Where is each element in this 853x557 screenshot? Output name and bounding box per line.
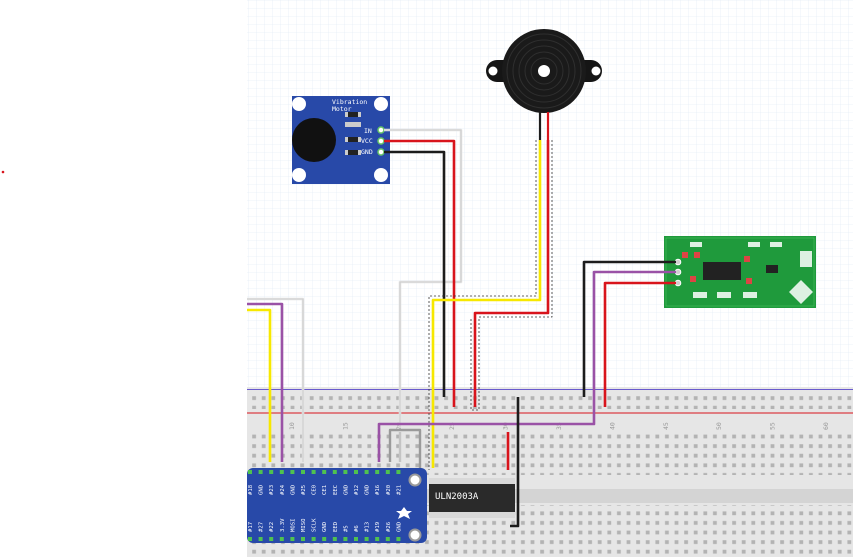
uln2003a-chip: ULN2003A (429, 478, 515, 518)
header-pin (248, 537, 252, 541)
header-label-bottom: #6 (354, 525, 360, 532)
header-label-top: CE1 (322, 485, 328, 495)
header-pin (279, 470, 284, 474)
header-pin (332, 470, 337, 474)
wire-black-radar (582, 260, 676, 397)
header-label-top: #21 (396, 485, 402, 495)
piezo-buzzer (486, 29, 602, 140)
header-label-top: #23 (269, 485, 275, 495)
header-pin (385, 470, 390, 474)
header-label-bottom: #22 (269, 522, 275, 532)
pin-label-gnd: GND (361, 148, 373, 156)
header-label-bottom: #5 (343, 525, 349, 532)
header-pin (269, 537, 274, 541)
header-label-bottom: SCLK (312, 518, 318, 532)
header-pin (290, 470, 295, 474)
wire-purple-left (247, 302, 284, 462)
header-pin (322, 537, 327, 541)
header-label-bottom: 3.3V (280, 518, 286, 532)
header-label-bottom: #19 (375, 522, 381, 532)
header-pin (354, 537, 358, 541)
header-label-bottom: GND (322, 521, 328, 532)
header-pin (290, 537, 295, 541)
header-label-top: GND (343, 484, 349, 495)
header-pin (396, 537, 401, 541)
header-pin (258, 470, 263, 474)
header-pin (248, 470, 252, 474)
column-number: 35 (555, 422, 563, 430)
column-number: 45 (662, 422, 670, 430)
header-pin (375, 470, 380, 474)
column-number: 40 (608, 422, 616, 430)
header-pin (385, 537, 390, 541)
wire-gray-bb1 (388, 428, 422, 470)
header-label-top: #16 (375, 485, 381, 495)
header-pin (396, 470, 401, 474)
header-label-bottom: #17 (248, 522, 254, 532)
wire-black-gnd (384, 150, 446, 397)
column-number: 50 (715, 422, 723, 430)
header-label-bottom: MISO (301, 518, 307, 532)
microwave-radar-sensor (664, 236, 816, 308)
header-pin (258, 537, 263, 541)
header-label-top: #12 (354, 485, 360, 495)
pin-label-vcc: VCC (361, 137, 373, 145)
header-pin (301, 470, 305, 474)
wire-red-vcc (384, 139, 456, 407)
column-number: 55 (769, 422, 777, 430)
column-number: 10 (288, 422, 296, 430)
header-label-top: GND (365, 484, 371, 495)
header-label-top: #20 (386, 485, 392, 495)
header-pin (343, 537, 348, 541)
star-logo-icon (396, 507, 412, 519)
header-label-top: GND (290, 484, 296, 495)
wire-purple-radar (377, 270, 676, 462)
header-label-bottom: MOSI (290, 519, 296, 532)
wires (247, 128, 676, 528)
column-number: 25 (448, 422, 456, 430)
header-label-top: #18 (248, 484, 254, 495)
column-number: 30 (502, 422, 510, 430)
header-label-bottom: #27 (259, 522, 265, 532)
buzzer-center-icon (538, 65, 550, 77)
header-pin (332, 537, 337, 541)
header-pin (279, 537, 284, 541)
motor-disc-icon (292, 118, 336, 162)
wire-black-chip (510, 397, 520, 528)
header-pin (364, 537, 369, 541)
marker-dot (1, 170, 5, 174)
wire-yellow-left (247, 308, 272, 462)
header-pin (311, 470, 316, 474)
header-label-top: CE0 (312, 485, 318, 495)
wire-red-radar (603, 281, 676, 407)
chip-label: ULN2003A (435, 492, 479, 502)
wire-red-buzzer (473, 140, 550, 407)
column-number: 60 (822, 422, 830, 430)
header-label-bottom: GND (396, 521, 402, 532)
header-pin (354, 470, 358, 474)
module-title-line2: Motor (332, 105, 352, 113)
wire-yellow-buzzer (431, 140, 542, 468)
header-label-top: GND (259, 484, 265, 495)
header-pin (322, 470, 327, 474)
header-pin (343, 470, 348, 474)
header-pin (311, 537, 316, 541)
module-title-line1: Vibration (332, 98, 367, 106)
header-label-bottom: #26 (386, 522, 392, 532)
header-label-bottom: #13 (365, 522, 371, 532)
pin-label-in: IN (364, 127, 372, 135)
header-pin (269, 470, 274, 474)
header-pin (375, 537, 380, 541)
vibration-motor-module: Vibration Motor IN VCC GND (292, 96, 390, 184)
header-label-top: #25 (301, 485, 307, 495)
header-pin (301, 537, 305, 541)
header-label-bottom: EED (333, 521, 339, 532)
header-pin (364, 470, 369, 474)
header-label-top: EEC (333, 485, 339, 495)
header-label-top: #24 (280, 484, 286, 495)
column-number: 15 (341, 422, 349, 430)
